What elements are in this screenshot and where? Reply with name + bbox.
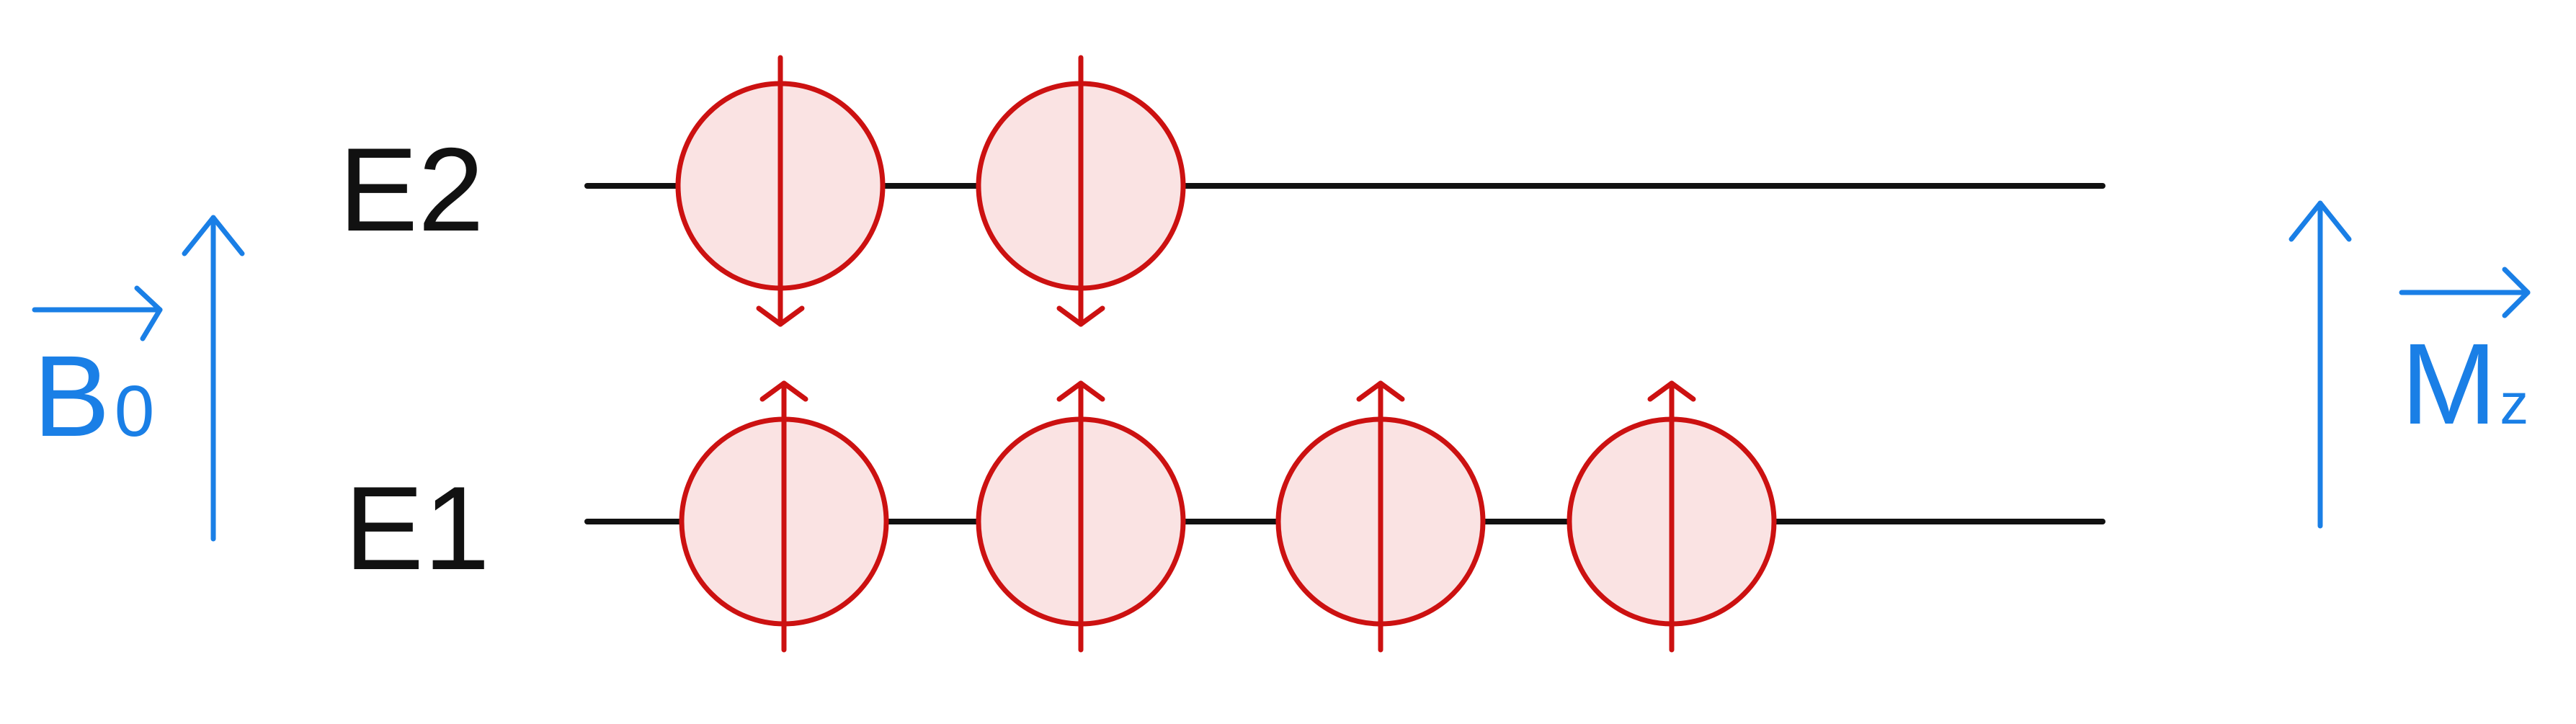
magnetization-mz: Mz [2288, 200, 2531, 529]
spin-group-e1 [679, 380, 1777, 653]
arrow-right-icon [32, 285, 163, 341]
field-letter: B [33, 331, 110, 460]
arrow-up-icon [2288, 200, 2352, 529]
field-label: B0 [33, 331, 154, 460]
spin-e2-2 [976, 55, 1186, 327]
magnetic-field-b0: B0 [32, 215, 245, 542]
spin-e1-4 [1566, 380, 1777, 653]
energy-level-label-e2: E2 [339, 123, 484, 256]
spin-e1-1 [679, 380, 889, 653]
arrow-down-icon [1056, 305, 1105, 327]
magnetization-subscript: z [2500, 372, 2528, 436]
field-subscript: 0 [115, 371, 155, 452]
magnetization-label: Mz [2401, 319, 2528, 448]
arrow-down-icon [756, 305, 805, 327]
arrow-up-icon [1356, 380, 1405, 402]
energy-level-label-e1: E1 [344, 462, 490, 594]
spin-e1-3 [1275, 380, 1486, 653]
arrow-right-icon [2399, 267, 2531, 318]
spin-e1-2 [976, 380, 1186, 653]
arrow-up-icon [759, 380, 808, 402]
arrow-up-icon [1647, 380, 1696, 402]
arrow-up-icon [1056, 380, 1105, 402]
magnetization-letter: M [2401, 319, 2497, 448]
spin-e2-1 [675, 55, 886, 327]
spin-group-e2 [675, 55, 1186, 327]
arrow-up-icon [182, 215, 245, 542]
